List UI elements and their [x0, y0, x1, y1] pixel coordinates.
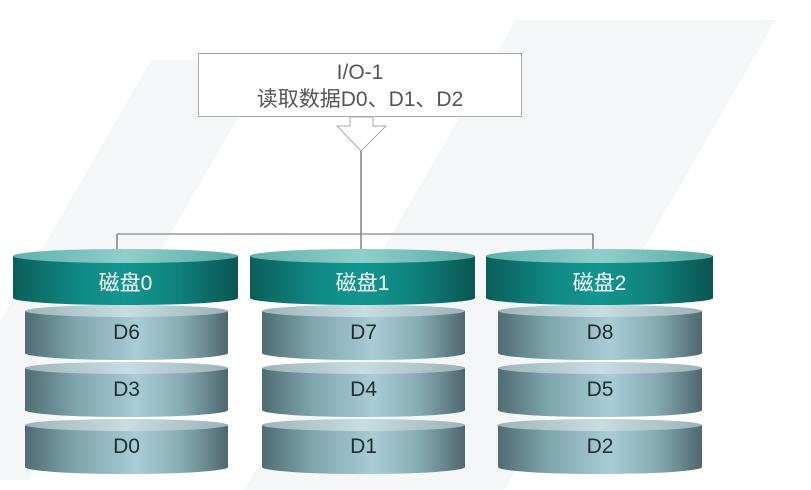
cylinder-body: [262, 368, 465, 417]
cylinder-top: [498, 362, 702, 374]
block-label: D4: [350, 378, 377, 401]
block-label: D5: [586, 378, 614, 401]
callout-title: I/O-1: [336, 61, 384, 84]
block-label: D3: [113, 378, 140, 401]
cylinder-body: [498, 311, 702, 360]
cylinder-top: [25, 305, 228, 317]
disk-header-2: 磁盘2: [486, 249, 713, 305]
data-block: D5: [498, 362, 702, 417]
block-label: D6: [113, 321, 140, 344]
cylinder-body: [250, 256, 475, 305]
callout-description: 读取数据D0、D1、D2: [256, 88, 464, 111]
cylinder-body: [486, 256, 713, 305]
cylinder-top: [262, 362, 465, 374]
cylinder-top: [13, 249, 238, 263]
cylinder-body: [498, 368, 702, 417]
data-block: D1: [262, 419, 465, 474]
block-label: D2: [586, 435, 614, 458]
data-block: D2: [498, 419, 702, 474]
data-block: D6: [25, 305, 228, 360]
data-block: D8: [498, 305, 702, 360]
cylinder-top: [262, 305, 465, 317]
data-block: D3: [25, 362, 228, 417]
disk-header-1: 磁盘1: [250, 249, 475, 305]
cylinder-body: [498, 425, 702, 474]
disk-name: 磁盘2: [572, 272, 627, 295]
cylinder-top: [498, 305, 702, 317]
cylinder-top: [25, 419, 228, 431]
block-label: D0: [113, 435, 140, 458]
cylinder-top: [262, 419, 465, 431]
cylinder-top: [498, 419, 702, 431]
cylinder-body: [262, 425, 465, 474]
block-label: D8: [586, 321, 614, 344]
cylinder-top: [25, 362, 228, 374]
hollow-down-arrow: [335, 116, 388, 152]
io-request-callout: I/O-1 读取数据D0、D1、D2: [198, 53, 522, 117]
data-block: D4: [262, 362, 465, 417]
cylinder-body: [13, 256, 238, 305]
block-label: D1: [350, 435, 377, 458]
cylinder-body: [25, 368, 228, 417]
disk-name: 磁盘0: [98, 272, 153, 295]
cylinder-top: [250, 249, 475, 263]
disk-name: 磁盘1: [335, 272, 390, 295]
cylinder-top: [486, 249, 713, 263]
cylinder-body: [25, 425, 228, 474]
block-label: D7: [350, 321, 377, 344]
data-block: D7: [262, 305, 465, 360]
cylinder-body: [262, 311, 465, 360]
disk-header-0: 磁盘0: [13, 249, 238, 305]
data-block: D0: [25, 419, 228, 474]
cylinder-body: [25, 311, 228, 360]
